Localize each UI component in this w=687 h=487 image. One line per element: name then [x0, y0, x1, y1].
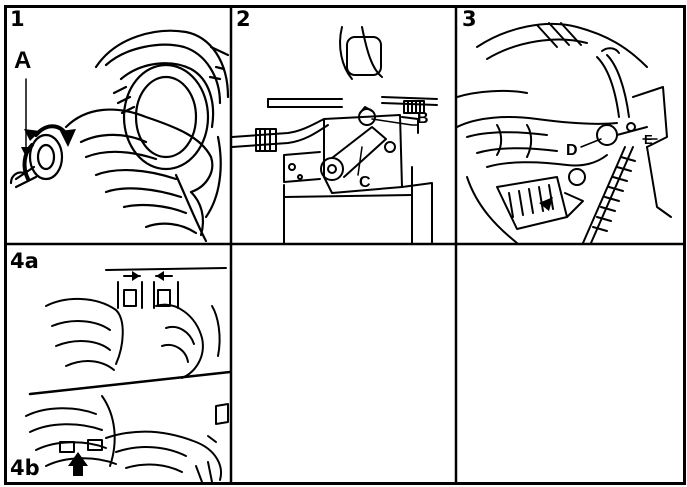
panel-4-illustration: [25, 267, 230, 482]
callout-c: C: [359, 174, 371, 191]
panel-2-illustration: [232, 26, 438, 243]
panel-3-illustration: [457, 22, 672, 243]
panel-1-number: 1: [10, 7, 25, 31]
panel-4a-number: 4a: [10, 249, 39, 273]
callout-a: A: [14, 47, 32, 74]
panel-1-illustration: [9, 29, 230, 243]
panel-5-empty: [232, 246, 454, 483]
panel-6-empty: [457, 246, 683, 483]
panel-3-number: 3: [462, 7, 477, 31]
panel-grid: [4, 5, 686, 485]
panel-4b-number: 4b: [10, 456, 40, 480]
callout-d: D: [566, 142, 578, 159]
callout-b: B: [417, 110, 429, 127]
instruction-sheet: 1 A: [4, 5, 686, 485]
panel-2-number: 2: [236, 7, 251, 31]
